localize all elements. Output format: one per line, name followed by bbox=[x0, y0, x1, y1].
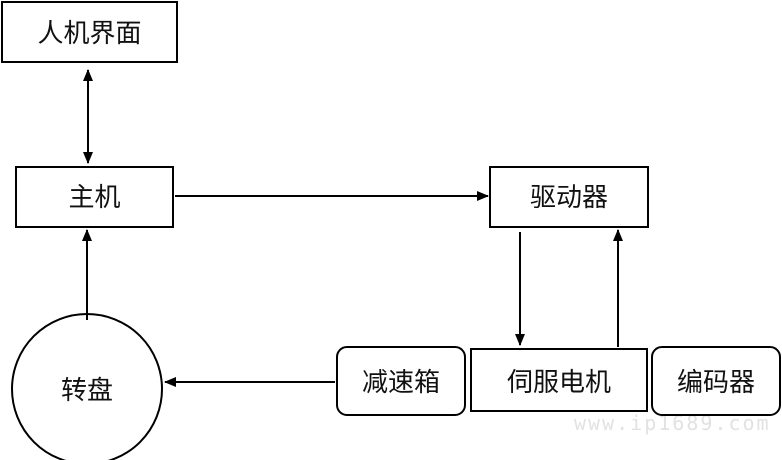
gearbox-box bbox=[336, 346, 466, 416]
host-box bbox=[15, 166, 174, 228]
hmi-node: 人机界面 bbox=[1, 1, 178, 63]
encoder-node: 编码器 bbox=[651, 346, 781, 416]
hmi-box bbox=[1, 1, 178, 63]
hmi-label: 人机界面 bbox=[37, 19, 141, 49]
gearbox-label: 减速箱 bbox=[362, 368, 440, 398]
host-node: 主机 bbox=[15, 166, 174, 228]
encoder-label: 编码器 bbox=[677, 368, 755, 398]
host-label: 主机 bbox=[68, 183, 120, 213]
servo-motor-label: 伺服电机 bbox=[507, 368, 611, 398]
servo-motor-box bbox=[470, 348, 648, 412]
encoder-box bbox=[651, 346, 781, 416]
turntable-label: 转盘 bbox=[61, 376, 113, 406]
driver-label: 驱动器 bbox=[530, 183, 608, 213]
gearbox-node: 减速箱 bbox=[336, 346, 466, 416]
servo-motor-node: 伺服电机 bbox=[470, 348, 648, 412]
driver-box bbox=[489, 166, 649, 228]
turntable-node: 转盘 bbox=[11, 313, 163, 460]
driver-node: 驱动器 bbox=[489, 166, 649, 228]
